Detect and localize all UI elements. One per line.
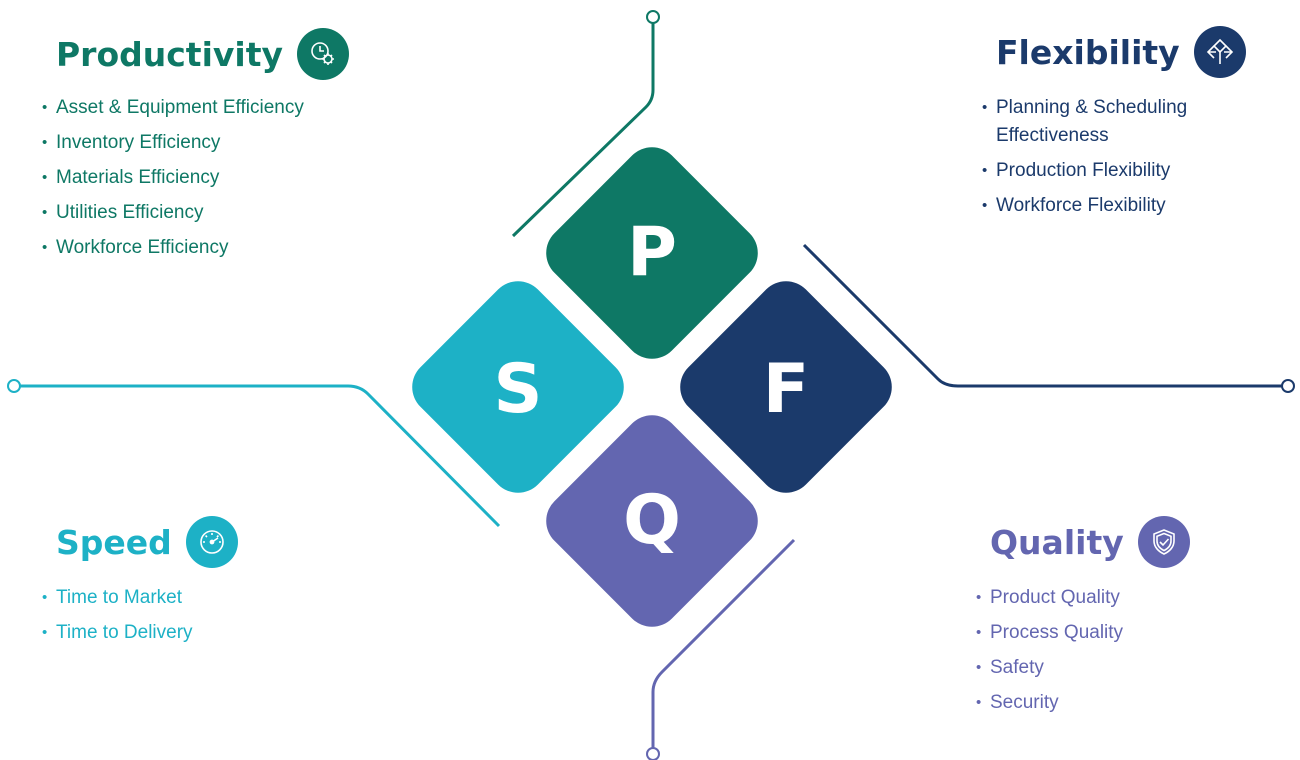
list-item: Process Quality: [976, 621, 1190, 645]
list-item: Security: [976, 691, 1190, 715]
speed-list: Time to Market Time to Delivery: [42, 586, 238, 645]
speed-heading: Speed: [42, 516, 238, 568]
diamond-letter-f: F: [762, 350, 810, 429]
quality-heading: Quality: [976, 516, 1190, 568]
connector-bottom-endpoint: [646, 747, 660, 760]
list-item: Safety: [976, 656, 1190, 680]
list-item: Effectiveness: [996, 125, 1109, 146]
list-item: Asset & Equipment Efficiency: [42, 96, 349, 120]
connector-top: [511, 23, 655, 238]
quality-title: Quality: [990, 522, 1124, 562]
productivity-section: Productivity Asset & Equipment Efficienc…: [42, 28, 350, 271]
list-item: Product Quality: [976, 586, 1190, 610]
connector-right-endpoint: [1281, 379, 1295, 393]
diamond-letter-q: Q: [623, 481, 681, 560]
list-item: Planning & Scheduling: [982, 96, 1246, 120]
quality-section: Quality Product Quality Process Quality …: [976, 516, 1190, 726]
list-item: Production Flexibility: [982, 159, 1246, 183]
connector-left: [20, 384, 501, 528]
list-item: Inventory Efficiency: [42, 131, 349, 155]
branching-arrows-icon: [1193, 26, 1246, 78]
speed-title: Speed: [56, 522, 172, 562]
connector-top-endpoint: [646, 10, 660, 24]
productivity-heading: Productivity: [42, 28, 350, 80]
flexibility-title: Flexibility: [996, 32, 1180, 72]
list-item: Materials Efficiency: [42, 166, 349, 190]
connector-left-endpoint: [7, 379, 21, 393]
speedometer-icon: [185, 516, 238, 568]
productivity-list: Asset & Equipment Efficiency Inventory E…: [42, 96, 349, 260]
shield-check-icon: [1137, 516, 1190, 568]
clock-gear-icon: [297, 28, 350, 80]
connector-bottom: [651, 538, 796, 748]
quality-list: Product Quality Process Quality Safety S…: [976, 586, 1190, 715]
speed-section: Speed Time to Market Time to Delivery: [42, 516, 238, 656]
connector-right: [802, 243, 1282, 388]
list-item: Time to Delivery: [42, 621, 238, 645]
list-item: Workforce Efficiency: [42, 236, 349, 260]
list-item: Workforce Flexibility: [982, 194, 1246, 218]
flexibility-section: Flexibility Planning & Scheduling Effect…: [982, 26, 1246, 229]
productivity-title: Productivity: [56, 34, 284, 74]
diamond-letter-p: P: [627, 213, 677, 292]
list-item: Time to Market: [42, 586, 238, 610]
list-item: Utilities Efficiency: [42, 201, 349, 225]
flexibility-list: Planning & Scheduling Effectiveness Prod…: [982, 96, 1246, 218]
flexibility-heading: Flexibility: [982, 26, 1246, 78]
diamond-letter-s: S: [493, 350, 543, 429]
